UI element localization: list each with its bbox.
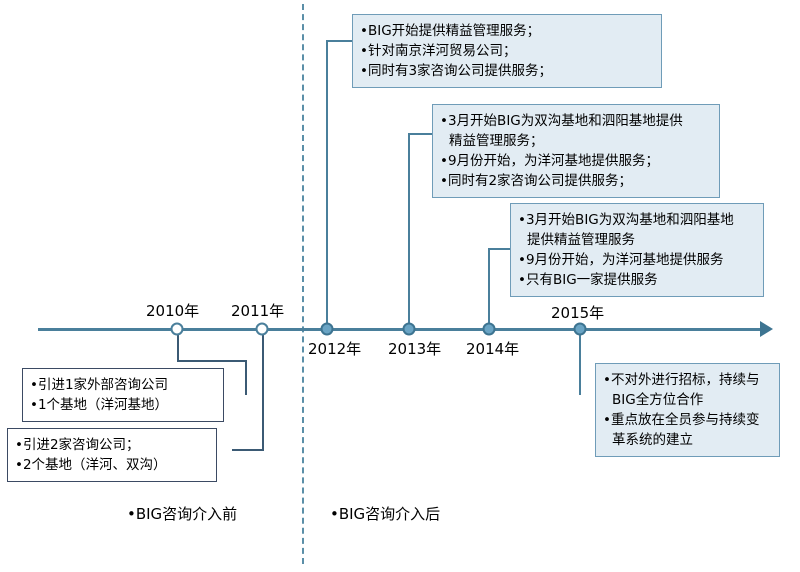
callout-2011: •引进2家咨询公司； •2个基地（洋河、双沟） [7, 428, 217, 482]
connector-2011-vertical [262, 330, 264, 450]
year-label-2015: 2015年 [551, 304, 605, 322]
connector-2014-horizontal [488, 248, 510, 250]
callout-2014-line-1: •3月开始BIG为双沟基地和泗阳基地 [518, 212, 734, 228]
callout-2014: •3月开始BIG为双沟基地和泗阳基地 提供精益管理服务 •9月份开始，为洋河基地… [510, 203, 764, 297]
connector-2010-vertical-drop [245, 360, 247, 395]
callout-2010-line-2: •1个基地（洋河基地） [30, 397, 169, 413]
year-label-2011: 2011年 [231, 302, 285, 320]
timeline-marker-2011[interactable] [255, 322, 269, 336]
callout-2015-line-2: BIG全方位合作 [612, 392, 704, 408]
callout-2015-line-3: •重点放在全员参与持续变 [603, 412, 760, 428]
timeline-arrow-icon [760, 321, 773, 337]
phase-divider-dashed-line [302, 4, 304, 564]
connector-2010-horizontal [177, 360, 247, 362]
connector-2011-horizontal [232, 449, 264, 451]
callout-2012: •BIG开始提供精益管理服务； •针对南京洋河贸易公司； •同时有3家咨询公司提… [352, 14, 662, 88]
timeline-marker-2015[interactable] [573, 322, 587, 336]
timeline-marker-2010[interactable] [170, 322, 184, 336]
year-label-2013: 2013年 [388, 340, 442, 358]
callout-2013-line-4: •同时有2家咨询公司提供服务； [440, 173, 633, 189]
connector-2010-vertical [177, 330, 179, 361]
connector-2012-vertical [326, 40, 328, 330]
callout-2012-line-3: •同时有3家咨询公司提供服务； [360, 63, 553, 79]
connector-2013-vertical [408, 133, 410, 330]
callout-2012-line-2: •针对南京洋河贸易公司； [360, 43, 517, 59]
callout-2010-line-1: •引进1家外部咨询公司 [30, 377, 169, 393]
year-label-2014: 2014年 [466, 340, 520, 358]
connector-2012-horizontal [326, 40, 352, 42]
callout-2011-line-2: •2个基地（洋河、双沟） [15, 457, 167, 473]
callout-2012-line-1: •BIG开始提供精益管理服务； [360, 23, 541, 39]
callout-2015-line-1: •不对外进行招标，持续与 [603, 372, 760, 388]
timeline-marker-2012[interactable] [320, 322, 334, 336]
timeline-marker-2014[interactable] [482, 322, 496, 336]
callout-2014-line-4: •只有BIG一家提供服务 [518, 272, 658, 288]
connector-2013-horizontal [408, 133, 432, 135]
callout-2013-line-2: 精益管理服务； [449, 133, 544, 149]
callout-2013-line-1: •3月开始BIG为双沟基地和泗阳基地提供 [440, 113, 683, 129]
legend-after-big: •BIG咨询介入后 [330, 505, 441, 523]
year-label-2012: 2012年 [308, 340, 362, 358]
connector-2015-vertical [579, 330, 581, 395]
callout-2015: •不对外进行招标，持续与 BIG全方位合作 •重点放在全员参与持续变 革系统的建… [595, 363, 780, 457]
connector-2014-vertical [488, 248, 490, 330]
timeline-axis-line [38, 328, 766, 331]
callout-2014-line-3: •9月份开始，为洋河基地提供服务 [518, 252, 724, 268]
callout-2015-line-4: 革系统的建立 [612, 432, 693, 448]
callout-2014-line-2: 提供精益管理服务 [527, 232, 635, 248]
callout-2010: •引进1家外部咨询公司 •1个基地（洋河基地） [22, 368, 224, 422]
callout-2013-line-3: •9月份开始，为洋河基地提供服务； [440, 153, 660, 169]
callout-2013: •3月开始BIG为双沟基地和泗阳基地提供 精益管理服务； •9月份开始，为洋河基… [432, 104, 720, 198]
timeline-marker-2013[interactable] [402, 322, 416, 336]
callout-2011-line-1: •引进2家咨询公司； [15, 437, 140, 453]
legend-before-big: •BIG咨询介入前 [127, 505, 238, 523]
year-label-2010: 2010年 [146, 302, 200, 320]
